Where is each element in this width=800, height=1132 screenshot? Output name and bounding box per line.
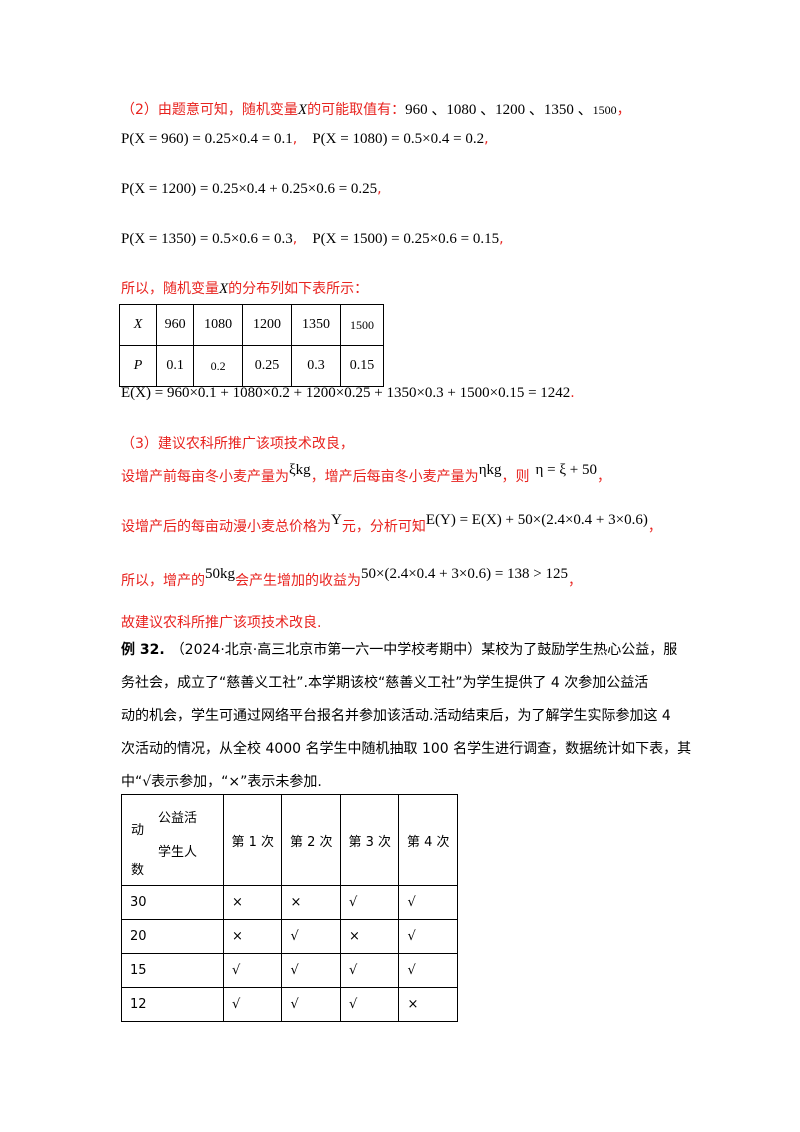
revenue-eq: 50×(2.4×0.4 + 3×0.6) = 138 > 125 bbox=[361, 566, 568, 582]
dist-intro-rest: 的分布列如下表所示： bbox=[228, 281, 369, 297]
eq-p1350: P(X = 1350) = 0.5×0.6 = 0.3 bbox=[121, 231, 293, 247]
example32-line5: 中“√表示参加，“×”表示未参加. bbox=[121, 774, 322, 790]
var-x: X bbox=[297, 102, 308, 118]
part3-conclusion-line: 故建议农科所推广该项技术改良. bbox=[121, 612, 321, 632]
eq3-line: P(X = 1350) = 0.5×0.6 = 0.3, P(X = 1500)… bbox=[121, 231, 504, 247]
eq2-line: P(X = 1200) = 0.25×0.4 + 0.25×0.6 = 0.25… bbox=[121, 181, 382, 197]
header-diagonal-line bbox=[121, 794, 224, 885]
table-row: 15 √ √ √ √ bbox=[121, 953, 458, 988]
dist-row-x: X 960 1080 1200 1350 1500 bbox=[119, 304, 385, 346]
activity-table: 公益活 动 学生人 数 第 1 次 第 2 次 第 3 次 第 4 次 30 ×… bbox=[121, 794, 458, 1022]
eq-p1080: P(X = 1080) = 0.5×0.4 = 0.2 bbox=[312, 131, 485, 147]
table-row: 30 × × √ √ bbox=[121, 885, 458, 920]
part3-title: （3）建议农科所推广该项技术改良， bbox=[121, 436, 354, 452]
var-y: Y bbox=[331, 512, 342, 528]
value-last: 1500 bbox=[592, 103, 617, 117]
part2-intro-rest: 的可能取值有： bbox=[307, 102, 406, 118]
eq-p1200: P(X = 1200) = 0.25×0.4 + 0.25×0.6 = 0.25 bbox=[121, 181, 378, 197]
intro-tail: ， bbox=[616, 102, 631, 118]
distribution-table: X 960 1080 1200 1350 1500 P 0.1 0.2 0.25… bbox=[119, 304, 385, 387]
example32-line2: 务社会，成立了“慈善义工社”.本学期该校“慈善义工社”为学生提供了 4 次参加公… bbox=[121, 675, 649, 691]
part3-title-line: （3）建议农科所推广该项技术改良， bbox=[121, 433, 354, 453]
part2-intro: （2）由题意可知，随机变量 bbox=[121, 102, 298, 118]
part3-conclusion: 故建议农科所推广该项技术改良. bbox=[121, 615, 322, 631]
eq1-line: P(X = 960) = 0.25×0.4 = 0.1, P(X = 1080)… bbox=[121, 131, 489, 147]
part3-line2: 设增产后的每亩动漫小麦总价格为Y元，分析可知E(Y) = E(X) + 50×(… bbox=[121, 512, 662, 535]
col-header-4: 第 4 次 bbox=[398, 794, 458, 886]
example32-line3: 动的机会，学生可通过网络平台报名并参加该活动.活动结束后，为了解学生实际参加这 … bbox=[121, 708, 671, 724]
example32-line1: 例 32.（2024·北京·高三北京市第一六一中学校考期中）某校为了鼓励学生热心… bbox=[121, 642, 678, 658]
table-row: 20 × √ × √ bbox=[121, 919, 458, 954]
eq-p1500: P(X = 1500) = 0.25×0.6 = 0.15 bbox=[312, 231, 500, 247]
col-header-3: 第 3 次 bbox=[339, 794, 400, 886]
example-label: 例 32. bbox=[121, 642, 165, 658]
example32-line4: 次活动的情况，从全校 4000 名学生中随机抽取 100 名学生进行调查，数据统… bbox=[121, 741, 692, 757]
dist-row-p: P 0.1 0.2 0.25 0.3 0.15 bbox=[119, 345, 385, 387]
part2-intro-line: （2）由题意可知，随机变量X的可能取值有：960 、1080 、1200 、13… bbox=[121, 98, 631, 119]
fifty-kg: 50kg bbox=[205, 566, 235, 582]
diagonal-header-cell: 公益活 动 学生人 数 bbox=[121, 794, 224, 886]
eta-eq: η = ξ + 50 bbox=[535, 462, 597, 478]
values-list: 960 、1080 、1200 、1350 、 bbox=[405, 102, 593, 118]
xi-kg: ξkg bbox=[289, 462, 311, 478]
col-header-1: 第 1 次 bbox=[222, 794, 283, 886]
ey-eq: E(Y) = E(X) + 50×(2.4×0.4 + 3×0.6) bbox=[425, 512, 648, 528]
dist-intro-line: 所以，随机变量X的分布列如下表所示： bbox=[121, 281, 369, 297]
table-row: 12 √ √ √ × bbox=[121, 987, 458, 1022]
expectation-eq: E(X) = 960×0.1 + 1080×0.2 + 1200×0.25 + … bbox=[121, 385, 571, 401]
eta-kg: ηkg bbox=[478, 462, 502, 478]
activity-header-row: 公益活 动 学生人 数 第 1 次 第 2 次 第 3 次 第 4 次 bbox=[121, 794, 458, 886]
dist-intro: 所以，随机变量 bbox=[121, 281, 219, 297]
col-header-2: 第 2 次 bbox=[281, 794, 341, 886]
eq-p960: P(X = 960) = 0.25×0.4 = 0.1 bbox=[121, 131, 293, 147]
expectation-line: E(X) = 960×0.1 + 1080×0.2 + 1200×0.25 + … bbox=[121, 385, 575, 401]
part3-line3: 所以，增产的50kg会产生增加的收益为50×(2.4×0.4 + 3×0.6) … bbox=[121, 566, 582, 589]
